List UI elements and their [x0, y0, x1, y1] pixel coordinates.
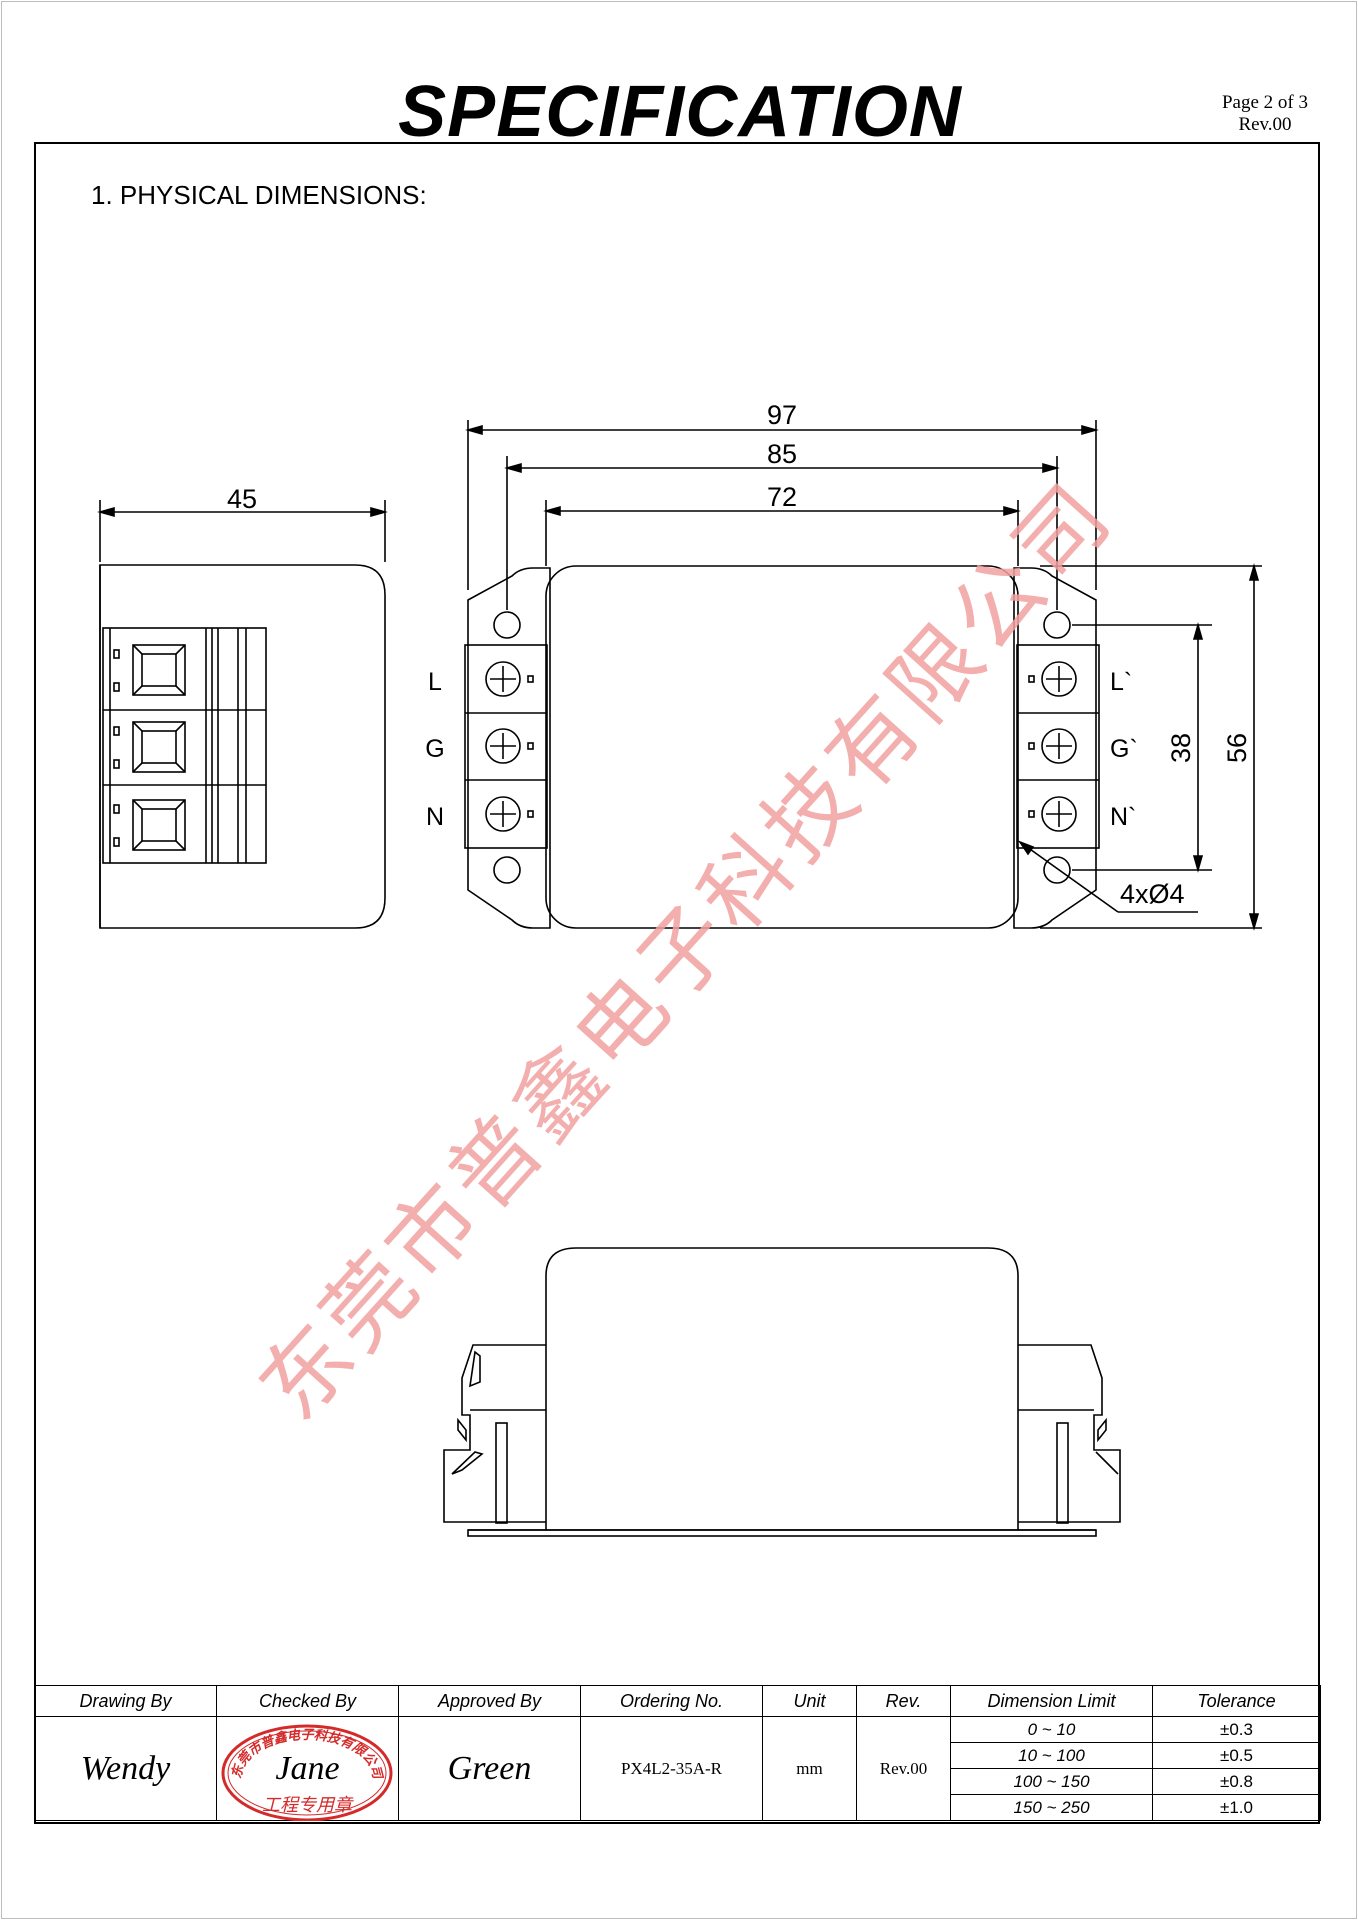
limit-range: 150 ~ 250: [950, 1794, 1153, 1821]
header-ordering-no: Ordering No.: [580, 1685, 763, 1717]
drawing-by-signature: Wendy: [34, 1716, 217, 1821]
dim-width-side: 45: [227, 484, 257, 514]
header-drawing-by: Drawing By: [34, 1685, 217, 1717]
top-view: [464, 420, 1262, 931]
page-number: Page 2 of 3: [1221, 92, 1308, 113]
limit-tolerance: ±0.8: [1152, 1768, 1321, 1795]
header-unit: Unit: [762, 1685, 857, 1717]
terminal-label-l: L: [428, 668, 442, 696]
page-title: SPECIFICATION: [398, 72, 962, 152]
checked-by-signature: Jane: [275, 1749, 340, 1787]
title-block: Drawing By Checked By Approved By Orderi…: [34, 1685, 1321, 1821]
dim-overall-length: 97: [767, 400, 797, 430]
limit-range: 10 ~ 100: [950, 1742, 1153, 1769]
limit-range: 100 ~ 150: [950, 1768, 1153, 1795]
header-rev: Rev.: [856, 1685, 951, 1717]
side-view: [97, 500, 388, 929]
rev-value: Rev.00: [856, 1716, 951, 1821]
limit-tolerance: ±0.5: [1152, 1742, 1321, 1769]
unit-value: mm: [762, 1716, 857, 1821]
dim-height: 56: [1222, 733, 1252, 763]
terminal-label-l-out: L`: [1110, 668, 1132, 696]
stamp-label: 工程专用章: [262, 1795, 354, 1816]
dim-terminal-pitch: 38: [1166, 733, 1196, 763]
section-title: 1. PHYSICAL DIMENSIONS:: [91, 180, 427, 210]
engineering-stamp: 东莞市普鑫电子科技有限公司 工程专用章: [221, 1724, 393, 1821]
limit-range: 0 ~ 10: [950, 1716, 1153, 1743]
terminal-label-n: N: [426, 803, 444, 831]
page-info: Page 2 of 3 Rev.00: [1195, 92, 1335, 136]
checked-by-cell: 东莞市普鑫电子科技有限公司 工程专用章 Jane: [216, 1716, 399, 1821]
dim-mount-pitch: 85: [767, 439, 797, 469]
approved-by-signature: Green: [398, 1716, 581, 1821]
dim-body-length: 72: [767, 482, 797, 512]
terminal-label-g: G: [425, 735, 444, 763]
drawing-frame: [34, 142, 1320, 1824]
ordering-number: PX4L2-35A-R: [580, 1716, 763, 1821]
page-revision: Rev.00: [1238, 114, 1292, 135]
terminal-label-g-out: G`: [1110, 735, 1138, 763]
header-tolerance: Tolerance: [1152, 1685, 1321, 1717]
terminal-label-n-out: N`: [1110, 803, 1136, 831]
header-dimension-limit: Dimension Limit: [950, 1685, 1153, 1717]
front-view: [443, 1247, 1121, 1537]
dim-mount-holes: 4xØ4: [1120, 879, 1185, 909]
header-approved-by: Approved By: [398, 1685, 581, 1717]
company-watermark: 东莞市普鑫电子科技有限公司: [239, 462, 1133, 1439]
limit-tolerance: ±0.3: [1152, 1716, 1321, 1743]
limit-tolerance: ±1.0: [1152, 1794, 1321, 1821]
header-checked-by: Checked By: [216, 1685, 399, 1717]
